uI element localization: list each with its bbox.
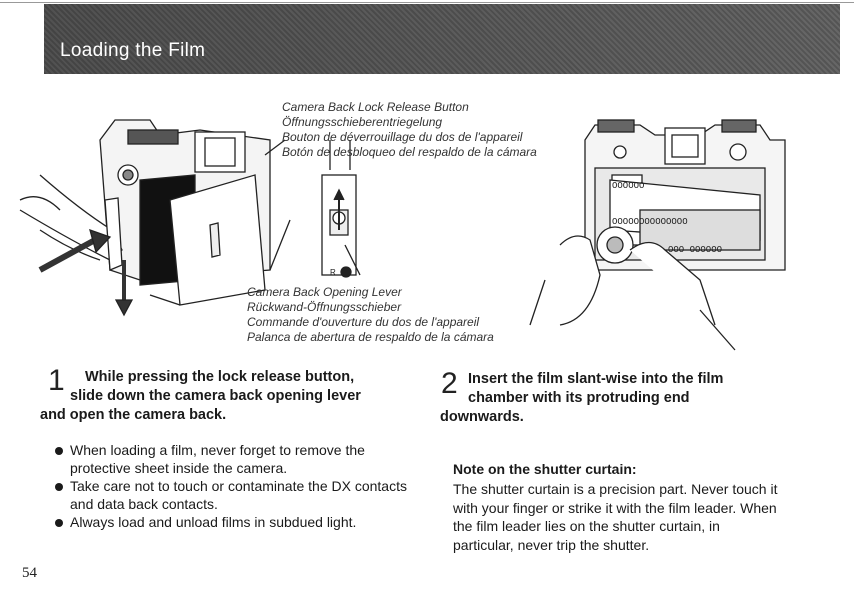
illustration-area: R OOOOOO OOOOOOOOOOOOOO OOO OOOOOO xyxy=(19,119,786,351)
film-marks-top: OOOOOO xyxy=(612,181,644,191)
film-marks-bot: OOO OOOOOO xyxy=(668,245,722,255)
step-1-text: While pressing the lock release button, … xyxy=(40,368,430,425)
caption-opening-lever-es: Palanca de abertura de respaldo de la cá… xyxy=(247,330,494,344)
bullet-icon xyxy=(55,483,63,491)
page-title: Loading the Film xyxy=(60,40,206,61)
step-2-line-1: Insert the film slant-wise into the film xyxy=(468,371,724,387)
caption-release-button-es: Botón de desbloqueo del respaldo de la c… xyxy=(282,145,537,159)
header-band xyxy=(44,4,840,74)
step-2-line-3: downwards. xyxy=(440,409,524,425)
caption-release-button-de: Öffnungsschieberentriegelung xyxy=(282,115,443,129)
bullet-icon xyxy=(55,447,63,455)
step-1-line-1: While pressing the lock release button, xyxy=(85,369,355,385)
caption-opening-lever-en: Camera Back Opening Lever xyxy=(247,285,402,299)
list-item: Always load and unload films in subdued … xyxy=(40,513,420,531)
step-2-text: Insert the film slant-wise into the film… xyxy=(440,370,820,427)
list-item: When loading a film, never forget to rem… xyxy=(40,441,420,477)
page-number: 54 xyxy=(22,565,37,581)
camera-back-open-illustration xyxy=(19,119,271,317)
step-1-line-3: and open the camera back. xyxy=(40,407,227,423)
step-1-line-2: slide down the camera back opening lever xyxy=(70,388,361,404)
caption-release-button-en: Camera Back Lock Release Button xyxy=(282,100,469,114)
film-insertion-illustration xyxy=(529,119,786,351)
step-2-line-2: chamber with its protruding end xyxy=(468,390,690,406)
lever-mark-label: R xyxy=(330,268,336,277)
step-1-number: 1 xyxy=(48,364,65,397)
lever-detail-illustration xyxy=(264,139,361,278)
top-rule xyxy=(0,2,854,3)
precaution-list: When loading a film, never forget to rem… xyxy=(40,441,420,531)
film-marks-mid: OOOOOOOOOOOOOO xyxy=(612,217,688,227)
caption-release-button-fr: Bouton de déverrouillage du dos de l'app… xyxy=(282,130,523,144)
bullet-icon xyxy=(55,519,63,527)
caption-opening-lever-fr: Commande d'ouverture du dos de l'apparei… xyxy=(247,315,480,329)
note-body: The shutter curtain is a precision part.… xyxy=(453,481,778,553)
caption-opening-lever-de: Rückwand-Öffnungsschieber xyxy=(247,300,402,314)
list-item: Take care not to touch or contaminate th… xyxy=(40,477,420,513)
note-title: Note on the shutter curtain: xyxy=(453,461,637,477)
step-2-number: 2 xyxy=(441,367,458,400)
